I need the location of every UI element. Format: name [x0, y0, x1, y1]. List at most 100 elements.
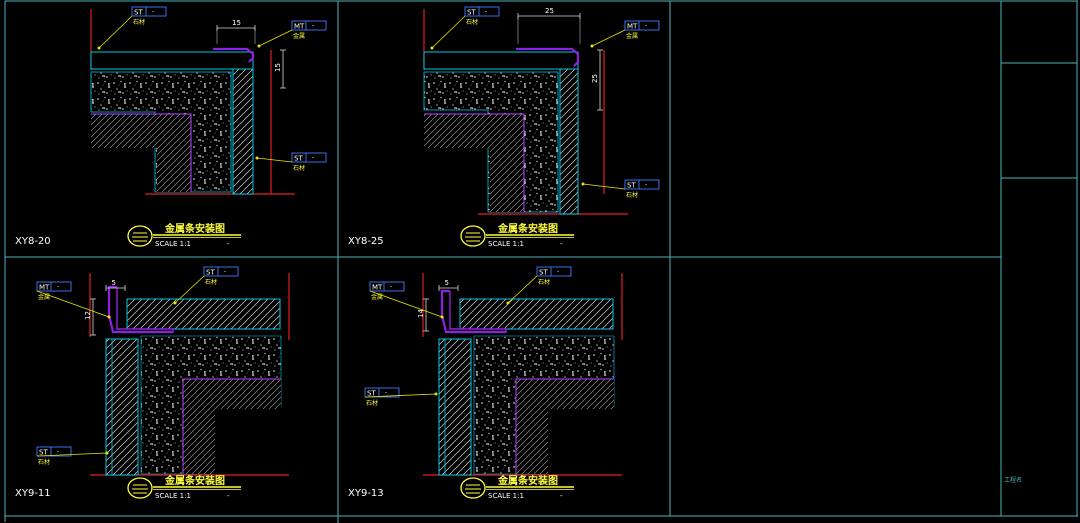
metal-strip — [213, 47, 255, 63]
dimension-horizontal: 25 — [517, 7, 581, 19]
tag-dash: - — [385, 389, 387, 396]
detail-id: XY9-13 — [348, 488, 384, 499]
leader-dot — [440, 315, 444, 319]
caption-title: 金属条安装图 — [164, 222, 225, 235]
tag-dash: - — [224, 268, 226, 275]
dimension-horizontal: 5 — [105, 279, 126, 291]
st-material-tag: ST-石材 — [97, 6, 167, 50]
mt-material-tag: MT-金属 — [36, 281, 111, 319]
tag-box — [624, 20, 660, 31]
tag-dash: - — [557, 268, 559, 275]
caption-dash: - — [227, 492, 230, 500]
detail-id: XY8-25 — [348, 236, 384, 247]
caption-scale: SCALE 1:1 — [488, 240, 524, 248]
section-symbol — [127, 477, 153, 499]
tag-leader — [591, 29, 626, 47]
metal-strip — [107, 285, 173, 334]
tag-box — [36, 446, 72, 457]
dim-value: 15 — [232, 19, 241, 27]
caption-scale: SCALE 1:1 — [155, 492, 191, 500]
tag-name: 石材 — [626, 191, 638, 199]
tag-box — [624, 179, 660, 190]
tag-leader — [431, 15, 466, 49]
tag-name: 石材 — [466, 18, 478, 26]
tag-leader — [364, 393, 437, 398]
section-symbol — [460, 477, 486, 499]
tag-box — [464, 6, 500, 17]
stone-slab — [90, 51, 254, 70]
leader-dot — [257, 44, 261, 48]
st-material-tag: ST-石材 — [36, 446, 109, 466]
mt-material-tag: MT-金属 — [369, 281, 444, 319]
waterproof-line — [182, 378, 281, 474]
leader-dot — [434, 392, 438, 396]
dim-value: 14 — [417, 309, 425, 318]
tag-code: ST — [206, 269, 215, 277]
tag-name: 石材 — [293, 164, 305, 172]
tag-code: MT — [627, 23, 638, 31]
caption-title: 金属条安装图 — [497, 474, 558, 487]
st-material-tag: ST-石材 — [506, 266, 572, 305]
tag-name: 金属 — [38, 293, 50, 301]
waterproof-line — [515, 378, 614, 474]
st-material-tag: ST -石材 — [430, 6, 500, 50]
dim-value: 25 — [545, 7, 554, 15]
dim-value: 15 — [274, 63, 282, 72]
leader-dot — [107, 315, 111, 319]
detail-id: XY8-20 — [15, 236, 51, 247]
masonry-hatch — [424, 114, 524, 212]
tag-dash: - — [152, 8, 154, 15]
waterproof-line — [424, 113, 525, 212]
dimension-vertical: 15 — [274, 49, 286, 89]
tag-box — [36, 281, 72, 292]
dimension-vertical: 12 — [84, 298, 96, 336]
tag-leader — [256, 157, 293, 163]
leader-dot — [430, 46, 434, 50]
stone-slab — [423, 51, 579, 70]
tag-name: 金属 — [626, 32, 638, 40]
tag-leader — [174, 275, 205, 304]
metal-strip — [516, 47, 580, 67]
dimension-vertical: 14 — [417, 298, 429, 332]
tag-box — [291, 152, 327, 163]
tag-box — [291, 20, 327, 31]
tag-dash: - — [57, 448, 59, 455]
tag-leader — [582, 183, 626, 190]
tag-name: 石材 — [538, 278, 550, 286]
leader-dot — [105, 451, 109, 455]
stone-side — [559, 68, 579, 215]
tag-dash: - — [485, 8, 487, 15]
stone-slab — [459, 298, 614, 330]
tag-name: 石材 — [366, 399, 378, 407]
caption-title: 金属条安装图 — [164, 474, 225, 487]
st-material-tag: ST-石材 — [364, 387, 438, 407]
st-material-tag: ST-石材 — [255, 152, 327, 172]
tag-code: ST — [467, 9, 476, 17]
st-material-tag: ST-石材 — [173, 266, 239, 305]
dim-value: 5 — [112, 279, 116, 287]
stone-slab — [126, 298, 281, 330]
masonry-hatch — [183, 379, 281, 474]
tag-leader — [369, 290, 443, 318]
caption-dash: - — [560, 492, 563, 500]
masonry-hatch — [91, 114, 191, 192]
st-material-tag: ST-石材 — [581, 179, 660, 199]
waterproof-line — [91, 113, 192, 192]
dimension-vertical: 25 — [591, 49, 603, 111]
tag-code: ST — [294, 155, 303, 163]
metal-strip-return — [449, 291, 507, 333]
metal-strip-return — [116, 287, 174, 333]
tag-leader — [36, 452, 108, 457]
caption-title: 金属条安装图 — [497, 222, 558, 235]
mt-material-tag: MT-金属 — [590, 20, 660, 48]
tag-leader — [258, 29, 293, 47]
leader-dot — [173, 301, 177, 305]
stone-side — [105, 338, 139, 476]
tag-code: MT — [39, 284, 50, 292]
tag-box — [203, 266, 239, 277]
